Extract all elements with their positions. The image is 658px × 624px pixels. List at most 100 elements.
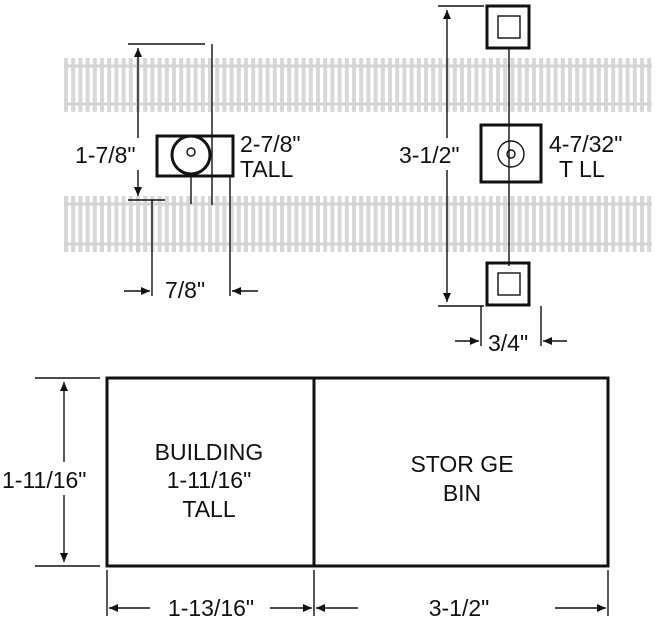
track-tie [150, 58, 155, 112]
track-tie [208, 196, 212, 252]
signal-head [170, 134, 212, 176]
track-tie [618, 196, 623, 252]
track-tie [460, 58, 464, 112]
track-tie [64, 58, 68, 112]
track-tie [308, 196, 313, 252]
track-tie [467, 58, 472, 112]
track-tie [517, 196, 522, 252]
track-tie [236, 196, 241, 252]
track-tie [186, 58, 191, 112]
track-tie [344, 58, 349, 112]
track-tie [589, 58, 594, 112]
track-tie [352, 196, 356, 252]
bridge-center-ring [497, 140, 525, 168]
track-tie [416, 58, 421, 112]
track-tie [474, 58, 479, 112]
track-tie [258, 196, 263, 252]
track-tie [424, 196, 428, 252]
signal-width-dimension [124, 176, 258, 296]
track-tie [532, 196, 536, 252]
track-tie [258, 58, 263, 112]
bridge-tall-word: T LL [559, 156, 605, 182]
track-tie [85, 58, 90, 112]
track-tie [186, 196, 191, 252]
track-tie [143, 58, 148, 112]
track-tie [431, 196, 436, 252]
track-tie [524, 196, 529, 252]
track-tie [503, 196, 508, 252]
track-tie [323, 196, 328, 252]
track-tie [114, 58, 119, 112]
track-tie [496, 58, 500, 112]
track-tie [625, 58, 630, 112]
track-tie [524, 58, 529, 112]
track-tie [553, 58, 558, 112]
building-width-dimension [106, 570, 609, 616]
track-tie [625, 196, 630, 252]
track-tie [229, 196, 234, 252]
track-tie [402, 58, 407, 112]
track-tie [510, 196, 515, 252]
track-tie [301, 58, 306, 112]
track-tie [604, 196, 608, 252]
track-tie [316, 58, 320, 112]
track-tie [179, 58, 184, 112]
track-tie [272, 196, 277, 252]
track-tie [438, 58, 443, 112]
track-tie [344, 196, 349, 252]
track-tie [92, 196, 97, 252]
track-tie [517, 58, 522, 112]
track-tie [496, 196, 500, 252]
upper-track [64, 58, 652, 112]
track-tie [647, 196, 652, 252]
track-tie [208, 58, 212, 112]
track-tie [193, 196, 198, 252]
track-tie [164, 58, 169, 112]
track-tie [100, 196, 104, 252]
signal-drawing [155, 44, 235, 205]
track-tie [553, 196, 558, 252]
track-tie [409, 58, 414, 112]
building-width-left-label: 1-13/16" [168, 595, 254, 621]
track-tie [301, 196, 306, 252]
track-tie [157, 58, 162, 112]
track-tie [200, 58, 205, 112]
track-tie [618, 58, 623, 112]
track-tie [596, 196, 601, 252]
track-tie [121, 196, 126, 252]
track-tie [265, 58, 270, 112]
track-tie [611, 196, 616, 252]
track-tie [287, 196, 292, 252]
bridge-center-box [479, 123, 543, 184]
track-tie [402, 196, 407, 252]
track-tie [560, 196, 565, 252]
signal-height-dimension [128, 43, 205, 201]
track-tie [330, 196, 335, 252]
track-tie [395, 196, 400, 252]
track-tie [85, 196, 90, 252]
track-tie [236, 58, 241, 112]
track-tie [438, 196, 443, 252]
track-tie [244, 196, 248, 252]
track-tie [488, 58, 493, 112]
signal-tall-value: 2-7/8" [240, 131, 301, 157]
track-tie [280, 58, 284, 112]
track-tie [481, 196, 486, 252]
track-tie [632, 196, 637, 252]
track-tie [611, 58, 616, 112]
track-tie [128, 58, 133, 112]
track-tie [78, 196, 83, 252]
track-tie [467, 196, 472, 252]
track-tie [539, 196, 544, 252]
track-tie [172, 58, 176, 112]
track-tie [337, 196, 342, 252]
bridge-height-dimension [438, 5, 484, 307]
track-tie [330, 58, 335, 112]
bridge-top-footing [485, 4, 531, 50]
bridge-tall-value: 4-7/32" [549, 131, 622, 157]
storage-bin-width-label: 3-1/2" [429, 595, 490, 621]
signal-tall-word: TALL [240, 156, 293, 182]
track-tie [64, 196, 68, 252]
lower-track [64, 196, 652, 252]
